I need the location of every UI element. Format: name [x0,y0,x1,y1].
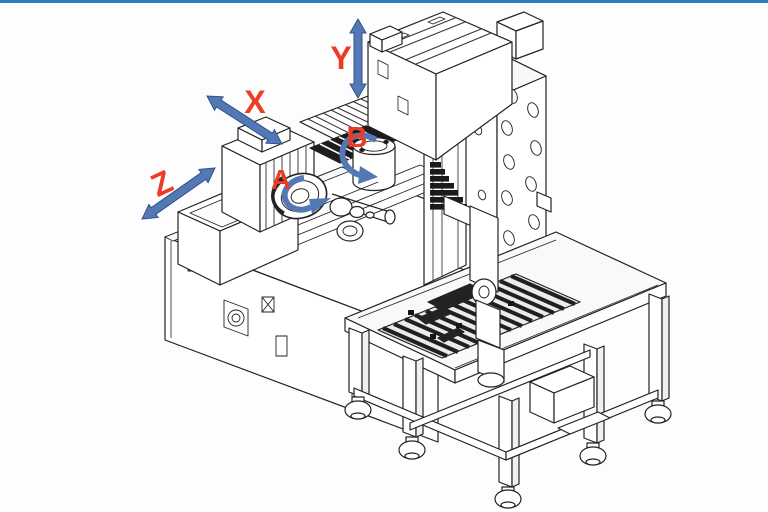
x-axis-arrow-icon [206,95,283,145]
a-axis-label: A [271,164,291,195]
z-axis-label: Z [145,163,178,204]
y-axis-arrow-icon [349,17,367,100]
spindle-head-box [367,11,513,161]
b-axis-rotation-arrow-icon [339,132,378,184]
leveling-feet [344,396,672,509]
x-axis-label: X [244,84,266,120]
b-axis-label: B [347,122,368,154]
z-axis-arrow-icon [141,167,216,220]
a-axis-rotation-arrow-icon [281,175,331,214]
table-shelf-box [529,365,611,435]
motor-housing [221,116,315,233]
y-axis-label: Y [330,40,351,76]
robot-loader-arm [417,195,505,388]
top-border-strip [0,0,768,3]
